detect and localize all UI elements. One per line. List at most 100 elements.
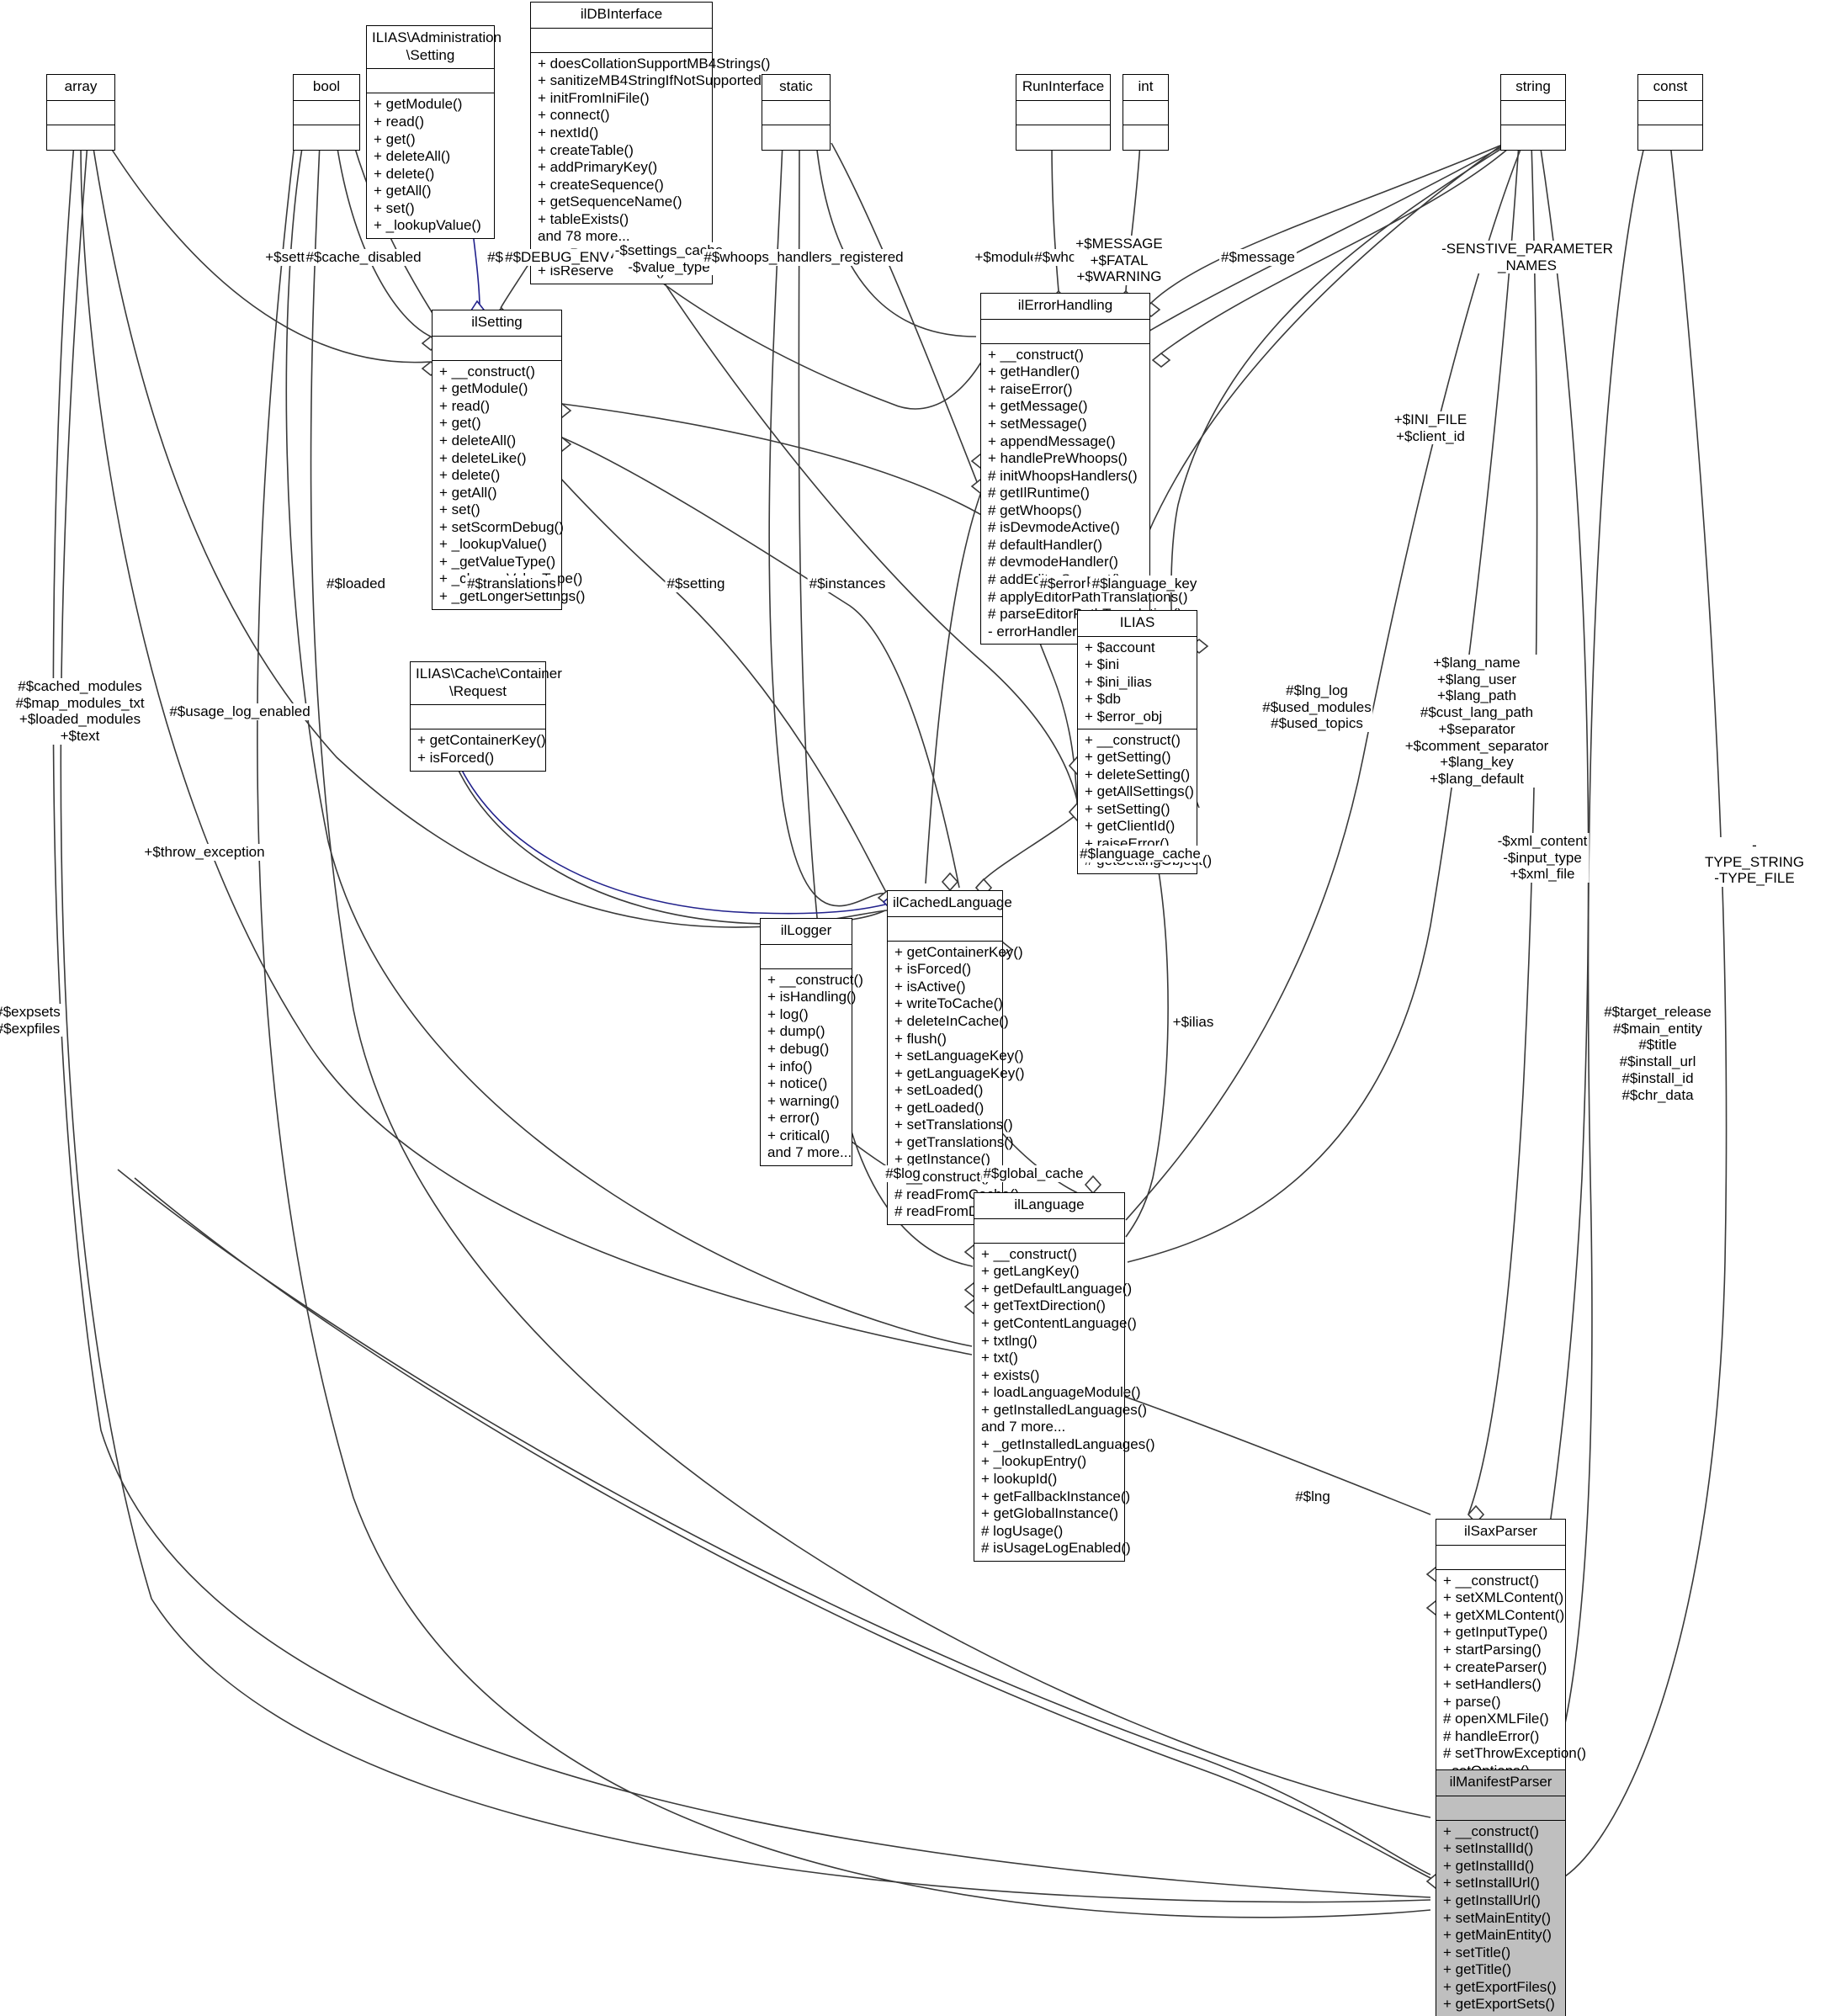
uml-operation: + parse() xyxy=(1443,1693,1501,1710)
uml-operation: + getTitle() xyxy=(1443,1961,1512,1978)
uml-operation: # getWhoops() xyxy=(988,501,1082,518)
uml-class-operations xyxy=(762,125,830,150)
uml-operation: + getHandler() xyxy=(988,363,1080,380)
uml-operation: + createParser() xyxy=(1443,1658,1547,1675)
uml-class-attributes xyxy=(411,705,545,730)
uml-class-ilias[interactable]: ILIAS+ $account+ $ini+ $ini_ilias+ $db+ … xyxy=(1077,610,1212,875)
uml-operation: + getLangKey() xyxy=(981,1263,1080,1280)
uml-operation: + setInstallUrl() xyxy=(1443,1875,1540,1891)
uml-class-illanguage[interactable]: ilLanguage+ __construct()+ getLangKey()+… xyxy=(974,1192,1155,1562)
uml-class-title: ilManifestParser xyxy=(1436,1770,1565,1796)
uml-operation: + setLanguageKey() xyxy=(894,1048,1024,1064)
uml-operation: + getInstalledLanguages() xyxy=(981,1401,1148,1418)
uml-class-title: ilDBInterface xyxy=(531,3,712,29)
uml-operation: # applyEditorPathTranslations() xyxy=(988,588,1188,605)
uml-operation: + getTextDirection() xyxy=(981,1297,1106,1314)
uml-operation: + info() xyxy=(767,1058,813,1074)
uml-operation: + _getInstalledLanguages() xyxy=(981,1435,1155,1452)
uml-class-attributes xyxy=(761,945,852,969)
uml-class-operations: + __construct()+ setXMLContent()+ getXML… xyxy=(1436,1570,1587,1801)
uml-operation: + getAll() xyxy=(374,183,432,199)
uml-operation: + getExportSets() xyxy=(1443,1996,1555,2013)
uml-class-int[interactable]: int xyxy=(1123,74,1169,151)
uml-class-static[interactable]: static xyxy=(762,74,831,151)
edge-label-lbl-ilias-rel: +$ilias xyxy=(1170,1014,1216,1031)
uml-class-operations: + __construct()+ getLangKey()+ getDefaul… xyxy=(974,1244,1155,1561)
uml-operation: + appendMessage() xyxy=(988,432,1116,449)
uml-operation: + getLanguageKey() xyxy=(894,1064,1025,1081)
uml-class-title: ILIAS\Cache\Container \Request xyxy=(411,662,562,706)
uml-class-title: static xyxy=(762,75,830,101)
uml-class-bool[interactable]: bool xyxy=(293,74,360,151)
uml-class-ilmanifestparser[interactable]: ilManifestParser+ __construct()+ setInst… xyxy=(1436,1769,1566,2016)
uml-class-title: RunInterface xyxy=(1016,75,1110,101)
uml-class-illogger[interactable]: ilLogger+ __construct()+ isHandling()+ l… xyxy=(760,918,863,1166)
uml-operation: + deleteAll() xyxy=(439,432,517,448)
uml-class-ilsaxparser[interactable]: ilSaxParser + __construct()+ setXMLConten… xyxy=(1436,1519,1587,1802)
uml-class-attributes xyxy=(433,337,561,361)
uml-class-ilias-administration-setting[interactable]: ILIAS\Administration \Setting + getModule… xyxy=(366,25,502,239)
uml-class-attributes xyxy=(294,101,359,125)
uml-class-string[interactable]: string xyxy=(1500,74,1566,151)
uml-class-operations: + __construct()+ isHandling()+ log()+ du… xyxy=(761,969,863,1165)
uml-operation: + setInstallId() xyxy=(1443,1840,1534,1857)
uml-class-const[interactable]: const xyxy=(1637,74,1703,151)
uml-class-ilias-cache-container-request[interactable]: ILIAS\Cache\Container \Request+ getConta… xyxy=(410,661,562,772)
uml-class-attributes xyxy=(981,320,1149,344)
uml-attribute: + $error_obj xyxy=(1085,708,1163,724)
uml-operation: + log() xyxy=(767,1005,809,1022)
uml-operation: + getInstance() xyxy=(894,1151,990,1168)
uml-class-title: ilErrorHandling xyxy=(981,294,1149,320)
uml-operation: + getTranslations() xyxy=(894,1133,1014,1150)
uml-operation: + getModule() xyxy=(374,96,463,113)
uml-operation: + getDefaultLanguage() xyxy=(981,1280,1133,1297)
uml-operation: + read() xyxy=(374,114,424,130)
uml-class-attributes xyxy=(47,101,114,125)
edge-label-lbl-message-fatal: +$MESSAGE +$FATAL +$WARNING xyxy=(1074,236,1165,286)
uml-operation: + getAllSettings() xyxy=(1085,783,1194,800)
uml-operation: + setSetting() xyxy=(1085,800,1170,817)
uml-operation: + critical() xyxy=(767,1127,831,1143)
uml-operation: # devmodeHandler() xyxy=(988,554,1118,570)
uml-operation: + exists() xyxy=(981,1366,1040,1383)
uml-operation: + addPrimaryKey() xyxy=(538,159,658,176)
edge-label-lbl-lng-log: #$lng_log #$used_modules #$used_topics xyxy=(1261,682,1373,733)
uml-class-ildbinterface[interactable]: ilDBInterface+ doesCollationSupportMB4St… xyxy=(530,2,771,285)
uml-operation: + __construct() xyxy=(767,971,863,988)
uml-class-attributes xyxy=(1436,1796,1565,1821)
uml-operation: + _lookupEntry() xyxy=(981,1453,1087,1470)
uml-class-ilsetting[interactable]: ilSetting+ __construct()+ getModule()+ r… xyxy=(432,310,585,610)
uml-operation: + startParsing() xyxy=(1443,1641,1542,1658)
uml-class-attributes xyxy=(531,29,712,53)
uml-class-attributes xyxy=(1436,1546,1565,1570)
uml-operation: + __construct() xyxy=(1443,1822,1539,1839)
uml-operation: + initFromIniFile() xyxy=(538,89,650,106)
uml-operation: + nextId() xyxy=(538,124,599,141)
uml-operation: and 78 more... xyxy=(538,228,630,245)
uml-operation: # setThrowException() xyxy=(1443,1745,1587,1762)
uml-class-runinterface[interactable]: RunInterface xyxy=(1016,74,1111,151)
uml-operation: + get() xyxy=(374,130,416,147)
edge-label-lbl-xml-content: -$xml_content -$input_type +$xml_file xyxy=(1495,833,1590,883)
uml-operation: + getModule() xyxy=(439,380,528,397)
uml-operation: + deleteLike() xyxy=(439,449,527,466)
uml-class-title: ILIAS\Administration \Setting xyxy=(367,26,502,70)
uml-operation: + getInstallId() xyxy=(1443,1857,1535,1874)
edge-label-lbl-type-string: -TYPE_STRING -TYPE_FILE xyxy=(1702,837,1807,888)
uml-operation: + set() xyxy=(439,501,480,518)
uml-class-array[interactable]: array xyxy=(46,74,115,151)
uml-operation: # initWhoopsHandlers() xyxy=(988,467,1138,484)
edge-label-lbl-throw-exception: +$throw_exception xyxy=(142,844,267,861)
edge-label-lbl-log: #$log xyxy=(884,1165,922,1182)
uml-class-operations xyxy=(1501,125,1565,150)
edge-label-lbl-global-cache: #$global_cache xyxy=(981,1165,1085,1182)
uml-operation: + dump() xyxy=(767,1023,825,1040)
uml-class-title: int xyxy=(1123,75,1168,101)
uml-class-operations: + __construct()+ getHandler()+ raiseErro… xyxy=(981,344,1188,645)
uml-class-title: const xyxy=(1638,75,1702,101)
uml-class-title: string xyxy=(1501,75,1565,101)
uml-class-attributes xyxy=(888,917,1002,942)
uml-operation: + getMessage() xyxy=(988,398,1088,415)
uml-class-title: ilSaxParser xyxy=(1436,1520,1565,1546)
